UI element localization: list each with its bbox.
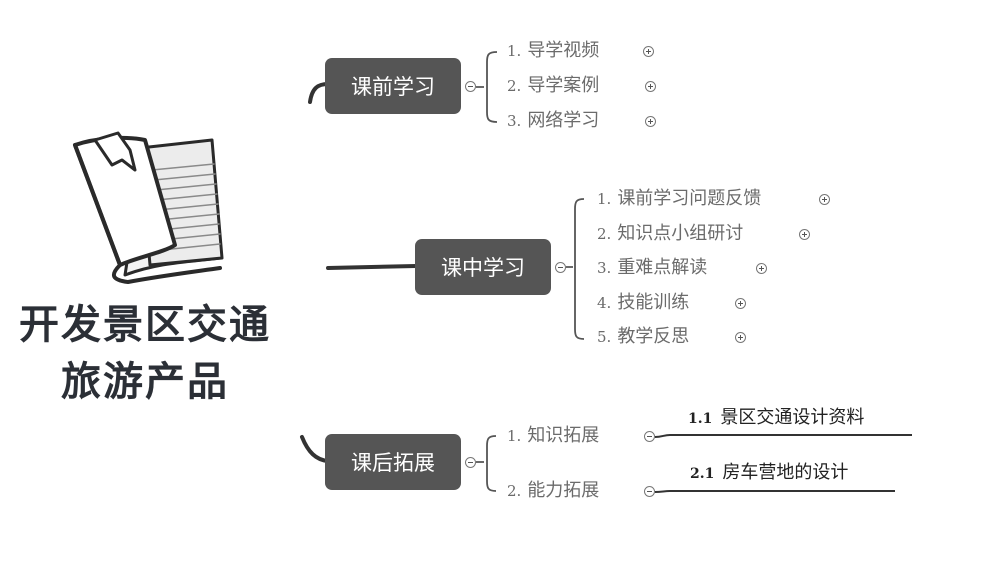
node-pre-class[interactable]: 课前学习 [325,58,461,114]
list-item[interactable]: 2.知识点小组研讨 [597,223,744,244]
list-item[interactable]: 3.重难点解读 [597,257,708,278]
collapse-icon[interactable] [644,431,655,442]
list-item[interactable]: 1.导学视频 [507,40,600,61]
expand-icon[interactable] [645,81,656,92]
book-icon [73,131,224,284]
list-item[interactable]: 1.课前学习问题反馈 [597,188,762,209]
expand-icon[interactable] [756,263,767,274]
list-item[interactable]: 4.技能训练 [597,292,690,313]
expand-icon[interactable] [735,332,746,343]
list-item[interactable]: 2.导学案例 [507,75,600,96]
list-item[interactable]: 1.知识拓展 [507,425,600,446]
center-title-line2: 旅游产品 [61,359,229,405]
collapse-icon[interactable] [555,262,566,273]
collapse-icon[interactable] [465,457,476,468]
list-item[interactable]: 5.教学反思 [597,326,690,347]
expand-icon[interactable] [645,116,656,127]
collapse-icon[interactable] [465,81,476,92]
list-item[interactable]: 2.能力拓展 [507,480,600,501]
node-in-class[interactable]: 课中学习 [415,239,551,295]
expand-icon[interactable] [735,298,746,309]
list-item[interactable]: 3.网络学习 [507,110,600,131]
expand-icon[interactable] [643,46,654,57]
center-title-line1: 开发景区交通 [19,302,271,348]
node-after-class[interactable]: 课后拓展 [325,434,461,490]
expand-icon[interactable] [819,194,830,205]
collapse-icon[interactable] [644,486,655,497]
expand-icon[interactable] [799,229,810,240]
